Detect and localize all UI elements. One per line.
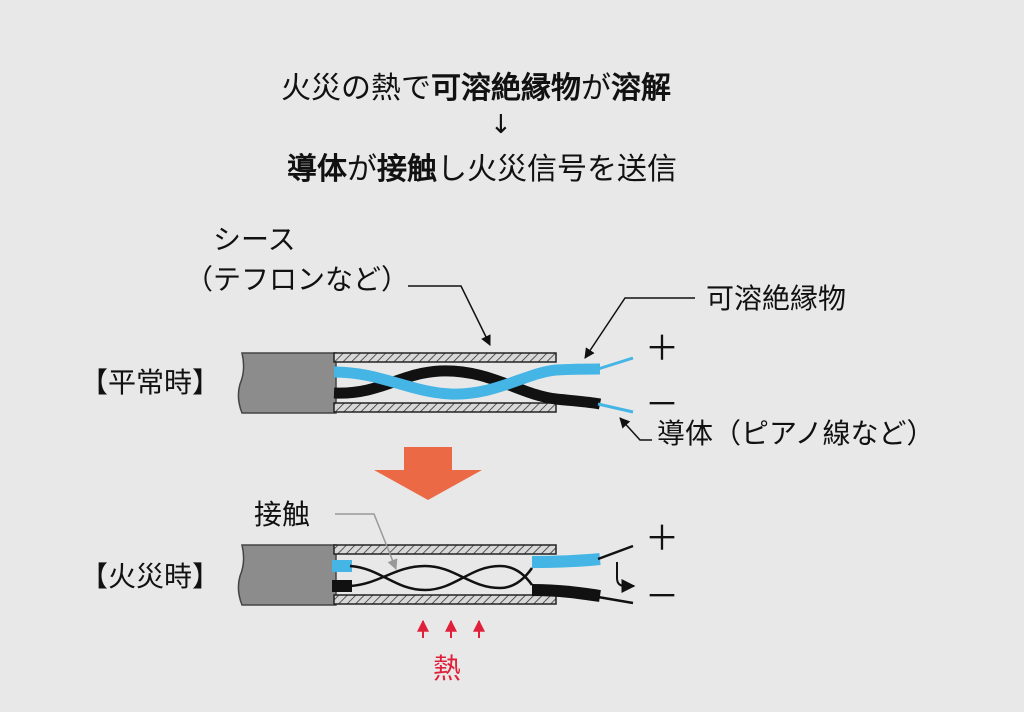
minus-sign-top: － [645,385,679,425]
contact-label: 接触 [254,498,311,531]
plus-sign-bottom: ＋ [645,519,679,559]
conductor-end-plus-normal [597,356,634,371]
header-text: が [581,71,611,106]
sheath-top-fire [333,544,557,555]
header-line-1: 火災の熱で可溶絶縁物が溶解 [281,74,671,104]
blue-stub-left [332,560,352,572]
cable-end-fire [237,544,337,606]
sheath-leader [408,285,491,346]
sheath-top-normal [333,352,557,363]
header-emphasis: 溶解 [611,71,671,106]
conductor-leader [619,417,652,441]
state-fire-label: 【火災時】 [80,560,221,593]
conductor-end-minus-fire [597,595,634,605]
header-text: し火災信号を送信 [437,152,677,187]
sheath-bottom-fire [333,594,557,605]
normal-cable [237,352,634,414]
heat-arrows [417,619,485,638]
black-stub-left [332,580,352,592]
fire-cable [237,544,636,606]
conductor-a-fire [349,564,534,592]
plus-sign-top: ＋ [645,329,679,369]
heat-label: 熱 [433,652,462,685]
conductor-end-plus-fire [597,544,634,561]
signal-arrow [616,562,636,593]
header-text: 火災の熱で [281,71,431,106]
conductor-label: 導体（ピアノ線など） [657,417,935,450]
header-text: が [347,152,377,187]
conductor-end-minus-normal [597,402,634,414]
insulator-leader [584,297,695,359]
transition-arrow [374,447,482,500]
state-normal-label: 【平常時】 [80,366,221,399]
header-emphasis: 導体 [287,152,347,187]
insulator-label: 可溶絶縁物 [706,282,847,315]
header-emphasis: 接触 [377,152,437,187]
minus-sign-bottom: － [645,577,679,617]
blue-wire-normal [333,363,601,400]
header-down-arrow: ↓ [490,110,512,140]
sheath-material-label: （テフロンなど） [185,263,410,296]
sheath-bottom-normal [333,402,557,413]
header-line-2: 導体が接触し火災信号を送信 [287,155,677,185]
blue-insulation-right [531,553,601,568]
black-insulation-right [531,584,601,602]
sheath-label: シース [213,223,296,256]
conductor-b-fire [349,564,534,590]
cable-end-normal [237,352,337,414]
header-emphasis: 可溶絶縁物 [431,71,581,106]
contact-leader [335,513,398,570]
